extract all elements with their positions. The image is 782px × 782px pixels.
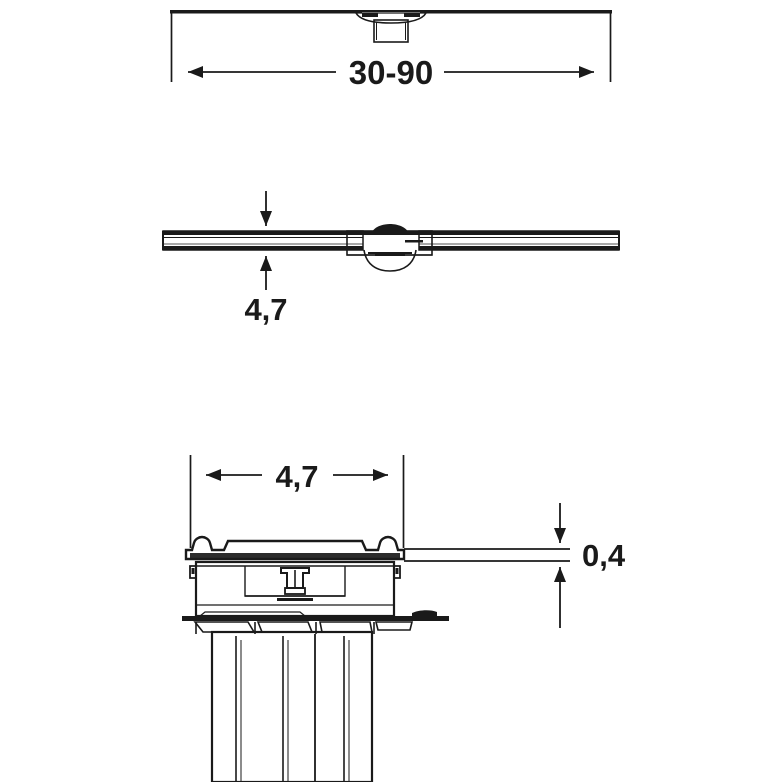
detail-body-block (189, 560, 401, 618)
top-view: 30-90 (170, 10, 612, 91)
front-view-channel-left (162, 230, 364, 251)
top-view-outlet-housing (355, 12, 427, 24)
detail-section-view: 4,7 (182, 455, 626, 782)
detail-outlet-shaft (210, 630, 374, 782)
front-view-trap-body (346, 224, 433, 272)
dimension-label-detail-width: 4,7 (275, 459, 318, 494)
dimension-detail-width-4-7: 4,7 (206, 459, 388, 494)
top-view-channel-body (170, 10, 612, 14)
front-view-end-caps (162, 231, 620, 250)
detail-cover-plate (184, 535, 406, 561)
dimension-label-width: 30-90 (349, 54, 433, 91)
dimension-width-30-90: 30-90 (188, 54, 594, 91)
detail-thickness-leader-lines (404, 548, 570, 562)
dimension-label-height: 4,7 (244, 292, 287, 327)
dimension-detail-thickness-0-4: 0,4 (554, 503, 626, 628)
dimension-height-4-7: 4,7 (244, 191, 288, 327)
detail-flange (182, 610, 449, 621)
top-view-outlet-spigot (373, 19, 409, 43)
top-view-extension-lines (170, 10, 612, 82)
detail-extension-lines (189, 455, 405, 548)
dimension-label-detail-thickness: 0,4 (582, 538, 626, 573)
front-elevation-view: 4,7 (162, 191, 620, 327)
